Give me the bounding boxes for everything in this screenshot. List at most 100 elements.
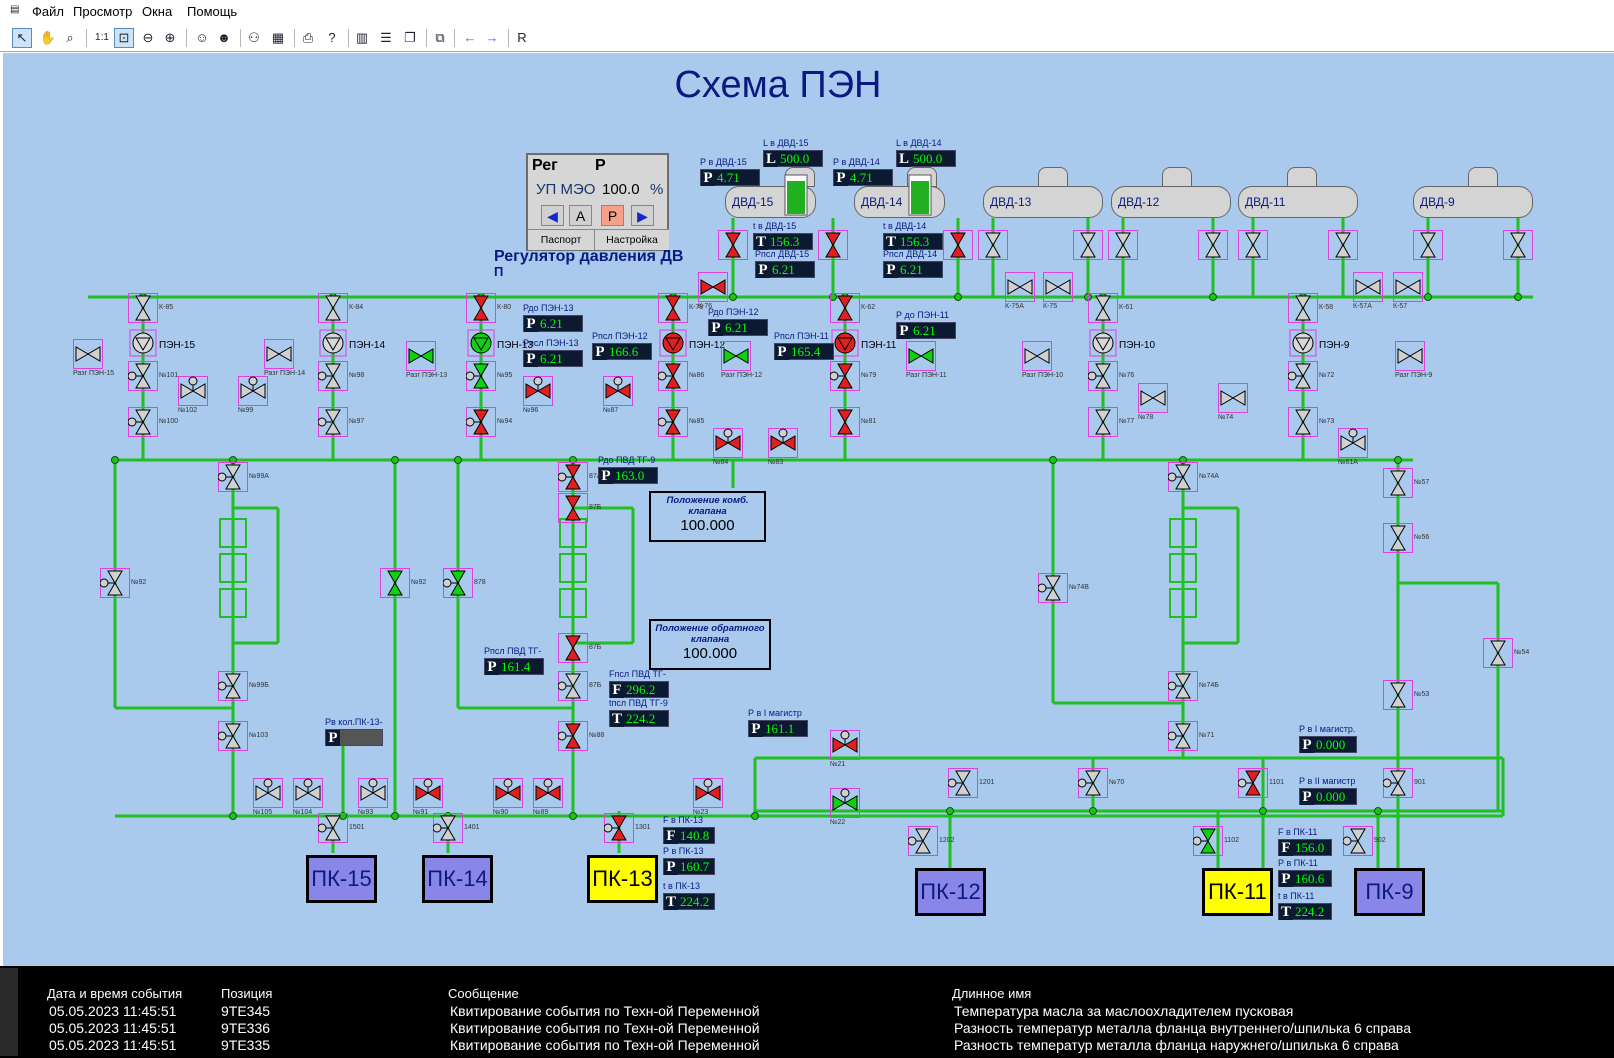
- pk-12-block[interactable]: ПК-12: [915, 868, 986, 916]
- pump-icon[interactable]: [319, 329, 347, 357]
- valve-icon[interactable]: [1393, 272, 1423, 302]
- valve-icon[interactable]: [128, 407, 158, 437]
- valve-icon[interactable]: [558, 721, 588, 751]
- valve-icon[interactable]: [830, 361, 860, 391]
- tile-horizontal-icon[interactable]: ☰: [380, 30, 392, 45]
- valve-icon[interactable]: [830, 788, 860, 818]
- valve-icon[interactable]: [1413, 230, 1443, 260]
- valve-icon[interactable]: [1383, 523, 1413, 553]
- valve-icon[interactable]: [1043, 272, 1073, 302]
- decrease-left-arrow-icon[interactable]: ◀: [541, 205, 564, 226]
- valve-icon[interactable]: [1088, 361, 1118, 391]
- valve-icon[interactable]: [1198, 230, 1228, 260]
- valve-icon[interactable]: [1483, 638, 1513, 668]
- binoculars-icon[interactable]: ⚇: [248, 30, 260, 45]
- valve-icon[interactable]: [318, 293, 348, 323]
- help-icon[interactable]: ?: [328, 30, 336, 45]
- valve-icon[interactable]: [1288, 293, 1318, 323]
- valve-icon[interactable]: [1353, 272, 1383, 302]
- p-kol-pk13-indicator[interactable]: P: [325, 729, 383, 746]
- valve-icon[interactable]: [1022, 341, 1052, 371]
- valve-icon[interactable]: [238, 376, 268, 406]
- valve-icon[interactable]: [466, 361, 496, 391]
- app-icon[interactable]: ▤: [10, 4, 20, 15]
- pump-icon[interactable]: [129, 329, 157, 357]
- pk-11-block[interactable]: ПК-11: [1202, 868, 1273, 916]
- valve-icon[interactable]: [1383, 768, 1413, 798]
- menu-view[interactable]: Просмотр: [73, 4, 133, 19]
- valve-icon[interactable]: [713, 428, 743, 458]
- valve-icon[interactable]: [264, 339, 294, 369]
- valve-icon[interactable]: [318, 407, 348, 437]
- user-settings-icon[interactable]: ☻: [217, 30, 231, 45]
- valve-icon[interactable]: [218, 671, 248, 701]
- valve-icon[interactable]: [413, 778, 443, 808]
- valve-icon[interactable]: [978, 230, 1008, 260]
- users-icon[interactable]: ☺: [195, 30, 209, 45]
- cascade-icon[interactable]: ❐: [404, 30, 416, 45]
- valve-icon[interactable]: [830, 730, 860, 760]
- valve-icon[interactable]: [178, 376, 208, 406]
- passport-tab[interactable]: Паспорт: [528, 229, 595, 250]
- col-position[interactable]: Позиция: [221, 986, 273, 1001]
- pk-14-block[interactable]: ПК-14: [422, 855, 493, 903]
- valve-icon[interactable]: [128, 361, 158, 391]
- valve-icon[interactable]: [1038, 573, 1068, 603]
- valve-icon[interactable]: [466, 407, 496, 437]
- valve-icon[interactable]: [1168, 721, 1198, 751]
- valve-icon[interactable]: [1288, 407, 1318, 437]
- valve-icon[interactable]: [1078, 768, 1108, 798]
- valve-icon[interactable]: [533, 778, 563, 808]
- valve-icon[interactable]: [1383, 680, 1413, 710]
- valve-icon[interactable]: [604, 813, 634, 843]
- col-time[interactable]: Дата и время события: [47, 986, 183, 1001]
- valve-icon[interactable]: [658, 293, 688, 323]
- valve-icon[interactable]: [1395, 341, 1425, 371]
- settings-tab[interactable]: Настройка: [595, 229, 669, 250]
- auto-mode-button[interactable]: А: [569, 205, 592, 226]
- valve-icon[interactable]: [1503, 230, 1533, 260]
- valve-icon[interactable]: [406, 341, 436, 371]
- pump-icon[interactable]: [831, 329, 859, 357]
- valve-icon[interactable]: [380, 568, 410, 598]
- zoom-1-1-button[interactable]: 1:1: [95, 32, 109, 43]
- combined-valve-position[interactable]: Положение комб. клапана 100.000: [649, 491, 766, 542]
- valve-icon[interactable]: [100, 568, 130, 598]
- tank-dvd12[interactable]: ДВД-12: [1111, 186, 1231, 218]
- valve-icon[interactable]: [466, 293, 496, 323]
- check-valve-position[interactable]: Положение обратного клапана 100.000: [649, 619, 771, 670]
- valve-icon[interactable]: [253, 778, 283, 808]
- pk-13-block[interactable]: ПК-13: [587, 855, 658, 903]
- valve-icon[interactable]: [818, 230, 848, 260]
- back-arrow-icon[interactable]: ←: [463, 30, 477, 45]
- valve-icon[interactable]: [948, 768, 978, 798]
- menu-help[interactable]: Помощь: [187, 4, 238, 19]
- valve-icon[interactable]: [218, 462, 248, 492]
- valve-icon[interactable]: [523, 376, 553, 406]
- valve-icon[interactable]: [830, 293, 860, 323]
- valve-icon[interactable]: [1138, 383, 1168, 413]
- valve-icon[interactable]: [693, 778, 723, 808]
- valve-icon[interactable]: [1383, 468, 1413, 498]
- valve-icon[interactable]: [830, 407, 860, 437]
- valve-icon[interactable]: [1193, 826, 1223, 856]
- print-icon[interactable]: ⎙: [302, 30, 314, 45]
- tank-dvd13[interactable]: ДВД-13: [983, 186, 1103, 218]
- valve-icon[interactable]: [1238, 768, 1268, 798]
- valve-icon[interactable]: [1088, 293, 1118, 323]
- valve-icon[interactable]: [293, 778, 323, 808]
- pk-9-block[interactable]: ПК-9: [1354, 868, 1425, 916]
